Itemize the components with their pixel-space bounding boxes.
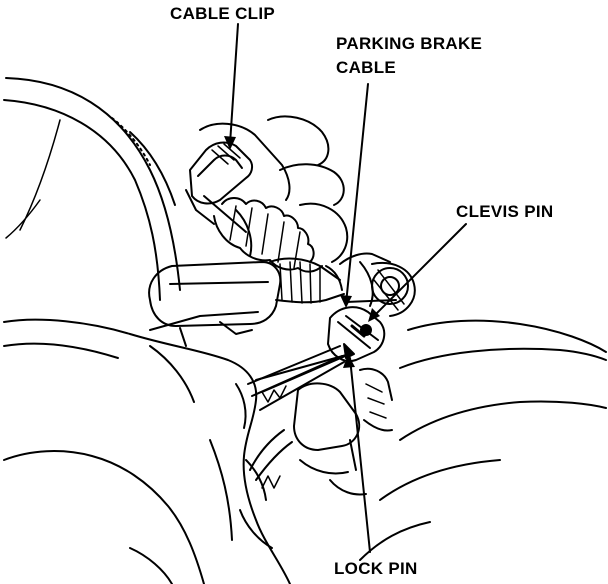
caliper-lower-parts (293, 367, 393, 496)
parking-brake-cable-arrowhead (340, 295, 352, 308)
cable-clip (185, 141, 254, 233)
lock-pin-label: LOCK PIN (334, 559, 418, 578)
clevis-pin-label: CLEVIS PIN (456, 202, 554, 221)
caliper-main-body (148, 261, 282, 347)
parking-brake-cable-label-line1: PARKING BRAKE (336, 34, 483, 53)
brake-rotor-outline (3, 77, 181, 301)
lock-pin-arrowhead (343, 354, 355, 368)
cable-boot-bellows (213, 197, 323, 273)
parking-brake-lever (339, 252, 416, 317)
cable-clip-arrowhead (224, 136, 236, 150)
right-side-contour (209, 319, 607, 561)
caliper-upper-body (199, 115, 349, 263)
parking-brake-cable-label-line2: CABLE (336, 58, 397, 77)
callout-leaders (229, 23, 467, 553)
clevis-pin-arrowhead (368, 308, 380, 322)
cable-clip-label: CABLE CLIP (170, 4, 275, 23)
technician-hand (3, 318, 291, 584)
